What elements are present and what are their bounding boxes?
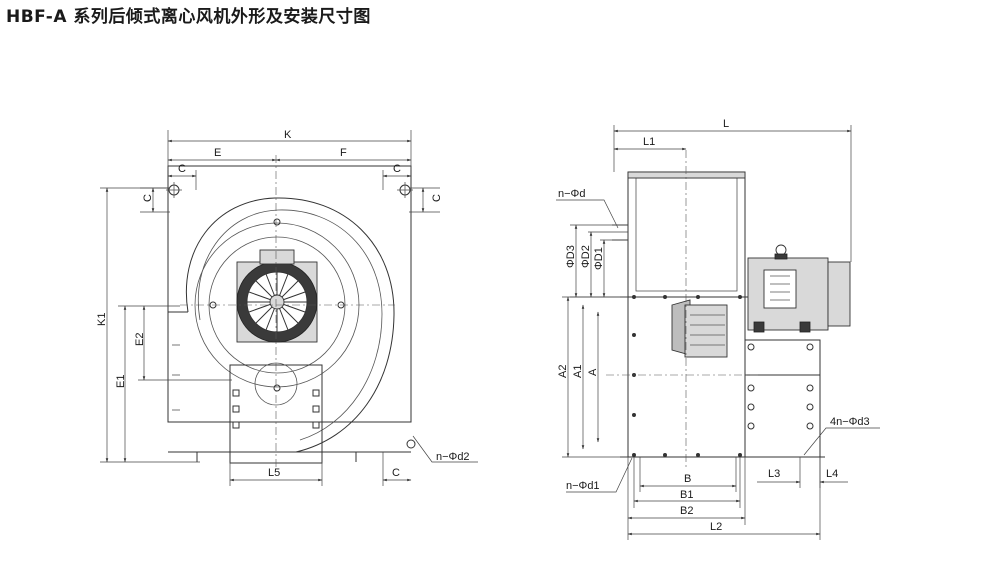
label-A1: A1 xyxy=(572,365,584,378)
label-L1: L1 xyxy=(643,136,655,148)
motor-shaft xyxy=(269,294,285,310)
label-C-left: C xyxy=(142,194,154,202)
volute-casing xyxy=(168,197,395,453)
flange-bolts xyxy=(632,295,742,457)
label-4n-d3: 4n−Φd3 xyxy=(830,416,870,428)
label-E1: E1 xyxy=(115,375,127,388)
motor-fan-cover-side xyxy=(827,261,851,327)
label-A: A xyxy=(587,368,599,376)
page-title: HBF-A 系列后倾式离心风机外形及安装尺寸图 xyxy=(6,7,371,27)
label-F: F xyxy=(340,147,347,159)
label-B2: B2 xyxy=(680,505,693,517)
label-B: B xyxy=(684,473,691,485)
label-D3: ΦD3 xyxy=(565,245,577,268)
lifting-eye xyxy=(775,244,787,256)
leader-n-d2 xyxy=(412,435,478,463)
front-view: K E F C C C C K1 E1 E2 L5 xyxy=(96,129,478,486)
leader-n-d xyxy=(556,199,619,229)
impeller-hub xyxy=(684,304,728,358)
label-L5: L5 xyxy=(268,467,280,479)
label-n-d2: n−Φd2 xyxy=(436,451,470,463)
top-flange xyxy=(627,171,746,179)
label-n-d1: n−Φd1 xyxy=(566,480,600,492)
label-C-right: C xyxy=(431,194,443,202)
leader-4n-d3 xyxy=(803,427,880,456)
volute-inner xyxy=(197,209,383,441)
casing-upper-inner xyxy=(635,177,738,292)
front-frame xyxy=(167,165,412,423)
label-L: L xyxy=(723,118,729,130)
leader-n-d1 xyxy=(566,457,633,493)
label-L4: L4 xyxy=(826,468,838,480)
label-K1: K1 xyxy=(96,313,108,326)
casing-upper xyxy=(627,171,746,298)
label-n-d: n−Φd xyxy=(558,188,585,200)
outlet-ticks xyxy=(172,344,180,411)
label-L2: L2 xyxy=(710,521,722,533)
label-C-top-right: C xyxy=(393,163,401,175)
label-A2: A2 xyxy=(557,365,569,378)
motor-stand xyxy=(744,339,821,458)
label-L3: L3 xyxy=(768,468,780,480)
stand-bolts xyxy=(232,389,320,429)
label-B1: B1 xyxy=(680,489,693,501)
label-C-top-left: C xyxy=(178,163,186,175)
label-K: K xyxy=(284,129,292,141)
label-E2: E2 xyxy=(134,333,146,346)
label-C-bottom: C xyxy=(392,467,400,479)
side-view: L L1 n−Φd ΦD3 ΦD2 ΦD1 A2 A1 A B B1 B2 xyxy=(556,118,880,540)
corner-holes xyxy=(166,182,416,449)
label-D1: ΦD1 xyxy=(593,247,605,270)
side-stand-bolts xyxy=(747,343,814,430)
label-E: E xyxy=(214,147,221,159)
label-D2: ΦD2 xyxy=(580,245,592,268)
terminal-box xyxy=(259,249,295,265)
